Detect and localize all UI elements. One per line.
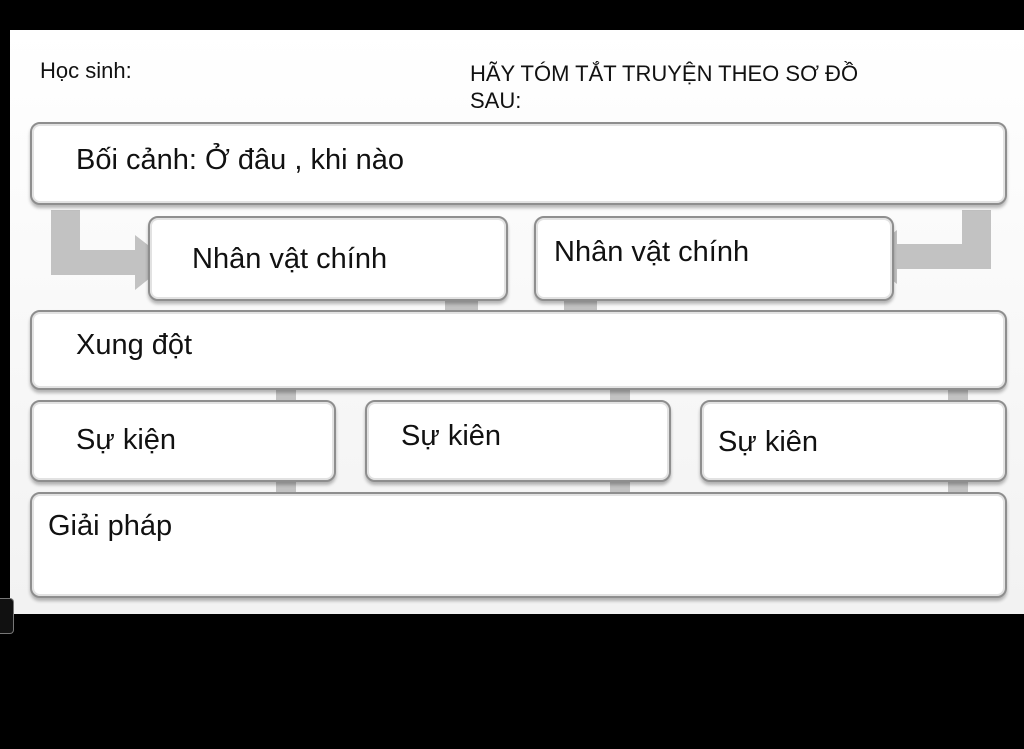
worksheet-title: HÃY TÓM TẮT TRUYỆN THEO SƠ ĐỒ SAU:	[470, 61, 859, 113]
conflict-box: Xung đột	[30, 310, 1007, 390]
worksheet: Học sinh: HÃY TÓM TẮT TRUYỆN THEO SƠ ĐỒ …	[10, 30, 1024, 614]
event-label-3: Sự kiên	[718, 426, 819, 458]
event-label-1: Sự kiện	[76, 424, 177, 456]
solution-label: Giải pháp	[48, 510, 173, 542]
setting-box: Bối cảnh: Ở đâu , khi nào	[30, 122, 1007, 205]
event-label-2: Sự kiên	[401, 420, 502, 452]
main-character-label-2: Nhân vật chính	[554, 236, 750, 268]
main-character-box-1: Nhân vật chính	[148, 216, 508, 301]
corner-handle	[0, 598, 14, 634]
event-box-3: Sự kiên	[700, 400, 1007, 482]
conflict-label: Xung đột	[76, 329, 193, 361]
elbow-arrow-left	[51, 210, 170, 290]
event-box-2: Sự kiên	[365, 400, 671, 482]
solution-box: Giải pháp	[30, 492, 1007, 598]
main-character-box-2: Nhân vật chính	[534, 216, 894, 301]
student-label: Học sinh:	[40, 58, 132, 83]
elbow-arrow-right	[862, 210, 991, 284]
event-box-1: Sự kiện	[30, 400, 336, 482]
main-character-label-1: Nhân vật chính	[192, 243, 388, 275]
setting-label: Bối cảnh: Ở đâu , khi nào	[76, 144, 404, 176]
